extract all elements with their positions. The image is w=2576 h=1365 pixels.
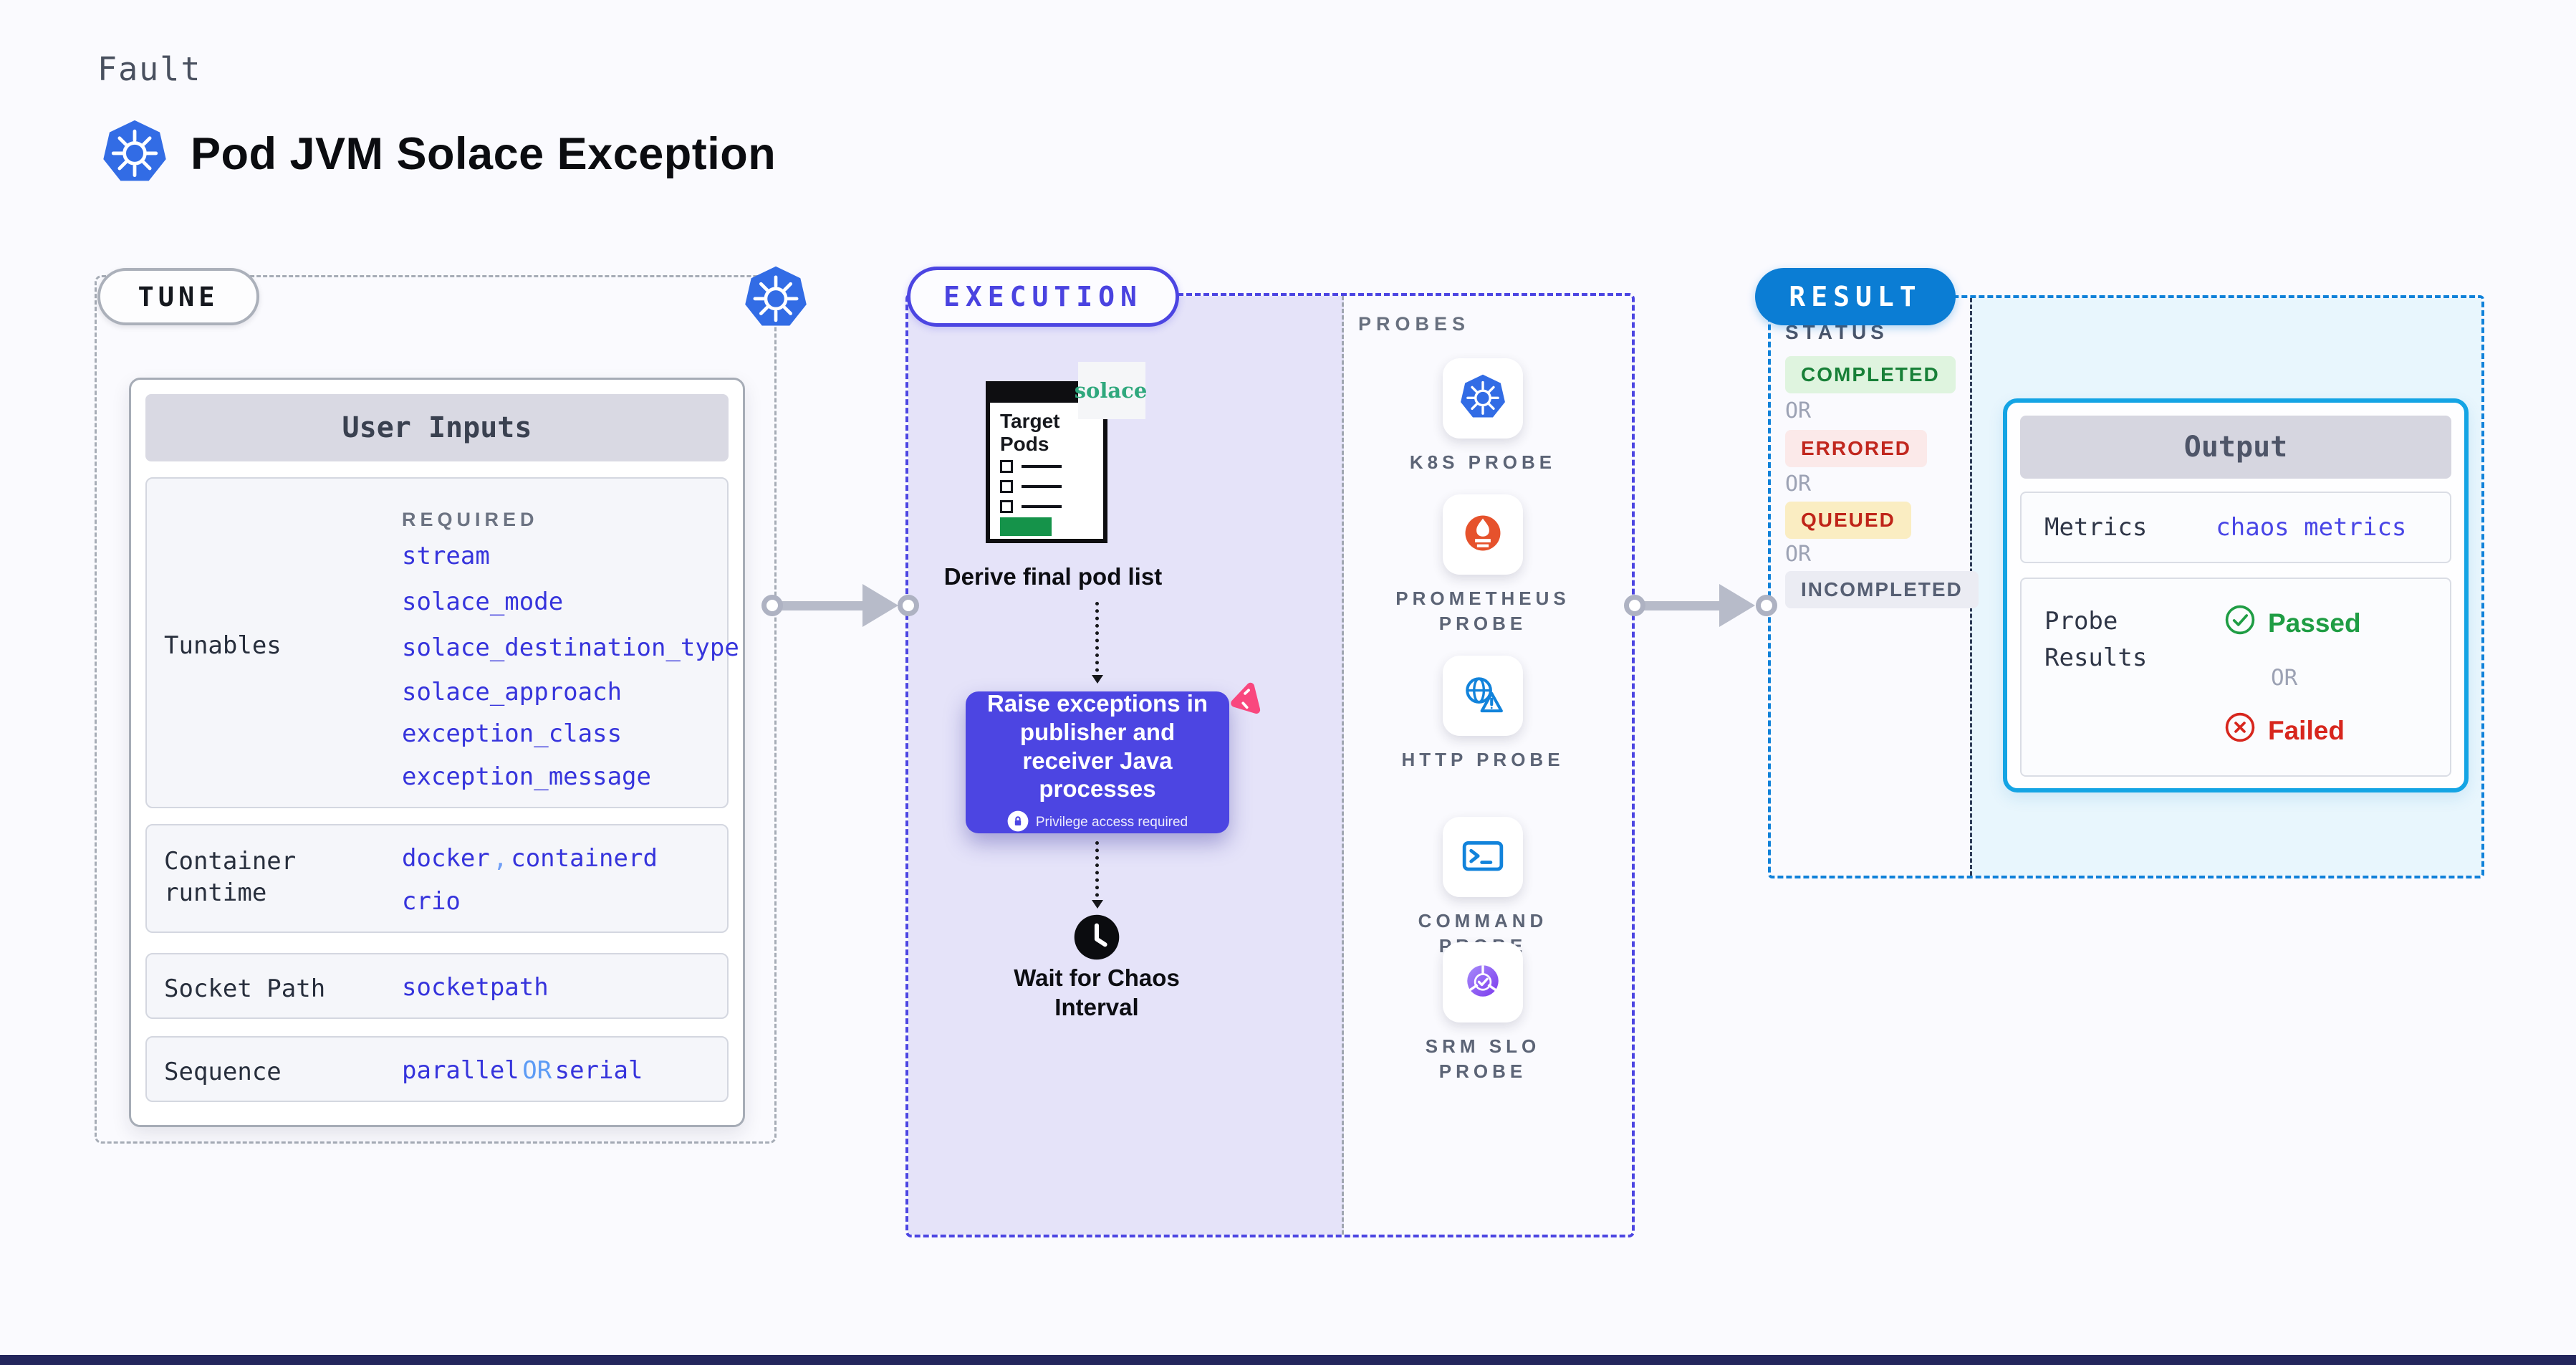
probe-label: K8S PROBE <box>1409 451 1557 473</box>
status-badge: COMPLETED <box>1785 356 1956 393</box>
tunable-value: exception_class <box>402 719 623 748</box>
check-circle-icon <box>2224 603 2257 643</box>
user-inputs-card: User Inputs Tunables REQUIRED stream sol… <box>129 378 745 1127</box>
tunable-value: exception_message <box>402 762 651 791</box>
footer-bar <box>0 1355 2576 1365</box>
privilege-note: Privilege access required <box>1007 810 1188 835</box>
container-runtime-row: Container runtime docker , containerd cr… <box>145 824 729 933</box>
required-label: REQUIRED <box>402 509 539 530</box>
kubernetes-icon <box>1458 373 1507 425</box>
chaos-engine-icon <box>1225 681 1264 719</box>
window-green-button <box>1000 517 1052 536</box>
http-probe-card <box>1443 656 1523 736</box>
srm-slo-probe-card <box>1443 942 1523 1022</box>
or-label: OR <box>1785 471 1812 497</box>
page-header: Pod JVM Solace Exception <box>100 118 776 190</box>
window-title: Target Pods <box>1000 410 1060 456</box>
http-globe-icon <box>1458 670 1507 722</box>
container-runtime-label: Container runtime <box>164 847 297 908</box>
failed-result: Failed <box>2224 711 2345 750</box>
socket-path-value: socketpath <box>402 973 549 1002</box>
wait-chaos-interval-label: Wait for Chaos Interval <box>1014 964 1180 1021</box>
tunable-value: solace_mode <box>402 588 564 616</box>
prometheus-icon <box>1458 509 1507 561</box>
slo-pie-icon <box>1458 957 1507 1009</box>
pod-checkbox-row <box>1000 500 1062 513</box>
output-title: Output <box>2020 416 2451 479</box>
solace-logo: solace <box>1075 362 1147 419</box>
fault-kicker: Fault <box>97 50 202 88</box>
probe-results-row: Probe Results Passed OR Failed <box>2020 578 2451 777</box>
user-inputs-title: User Inputs <box>145 394 729 461</box>
socket-path-row: Socket Path socketpath <box>145 953 729 1019</box>
tunables-row: Tunables REQUIRED stream solace_mode sol… <box>145 477 739 808</box>
probes-heading: PROBES <box>1358 313 1471 335</box>
socket-path-label: Socket Path <box>164 974 326 1003</box>
derive-pod-list-label: Derive final pod list <box>943 563 1163 590</box>
tunable-value: solace_destination_type <box>402 633 739 662</box>
sequence-values: parallel OR serial <box>402 1056 643 1085</box>
tunables-label: Tunables <box>164 631 282 660</box>
probe-results-label: Probe Results <box>2044 607 2148 672</box>
container-runtime-value: crio <box>402 887 461 916</box>
or-label: OR <box>2271 665 2298 691</box>
metrics-label: Metrics <box>2044 513 2148 542</box>
lock-icon <box>1007 810 1029 835</box>
chaos-action-box: Raise exceptions in publisher and receiv… <box>966 690 1229 835</box>
status-badge: QUEUED <box>1785 502 1911 539</box>
page-title: Pod JVM Solace Exception <box>191 128 777 179</box>
pod-checkbox-row <box>1000 460 1062 473</box>
sequence-row: Sequence parallel OR serial <box>145 1036 729 1102</box>
passed-result: Passed <box>2224 603 2361 643</box>
kubernetes-icon <box>742 264 809 331</box>
execution-pill: EXECUTION <box>907 267 1179 327</box>
or-label: OR <box>1785 542 1812 567</box>
kubernetes-icon <box>100 118 169 190</box>
pod-checkbox-row <box>1000 480 1062 493</box>
tunable-value: stream <box>402 542 490 570</box>
probe-label: HTTP PROBE <box>1401 749 1565 770</box>
status-badge: ERRORED <box>1785 430 1928 467</box>
metrics-value: chaos metrics <box>2216 513 2407 542</box>
output-card: Output Metrics chaos metrics Probe Resul… <box>2003 398 2469 792</box>
status-badge: INCOMPLETED <box>1785 571 1979 608</box>
command-probe-card <box>1443 817 1523 897</box>
tune-pill: TUNE <box>97 268 259 325</box>
sequence-label: Sequence <box>164 1058 282 1086</box>
prometheus-probe-card <box>1443 494 1523 575</box>
tunable-value: solace_approach <box>402 678 623 707</box>
flow-arrow-down <box>1092 602 1103 684</box>
or-label: OR <box>1785 398 1812 423</box>
k8s-probe-card <box>1443 358 1523 439</box>
chaos-action-label: Raise exceptions in publisher and receiv… <box>986 690 1208 803</box>
terminal-icon <box>1458 831 1507 883</box>
tune-section <box>95 275 777 1144</box>
metrics-row: Metrics chaos metrics <box>2020 492 2451 563</box>
result-pill: RESULT <box>1755 268 1956 325</box>
flow-arrow-down <box>1092 841 1103 909</box>
clock-icon <box>1072 913 1121 962</box>
x-circle-icon <box>2224 711 2257 750</box>
container-runtime-values: docker , containerd <box>402 844 658 873</box>
